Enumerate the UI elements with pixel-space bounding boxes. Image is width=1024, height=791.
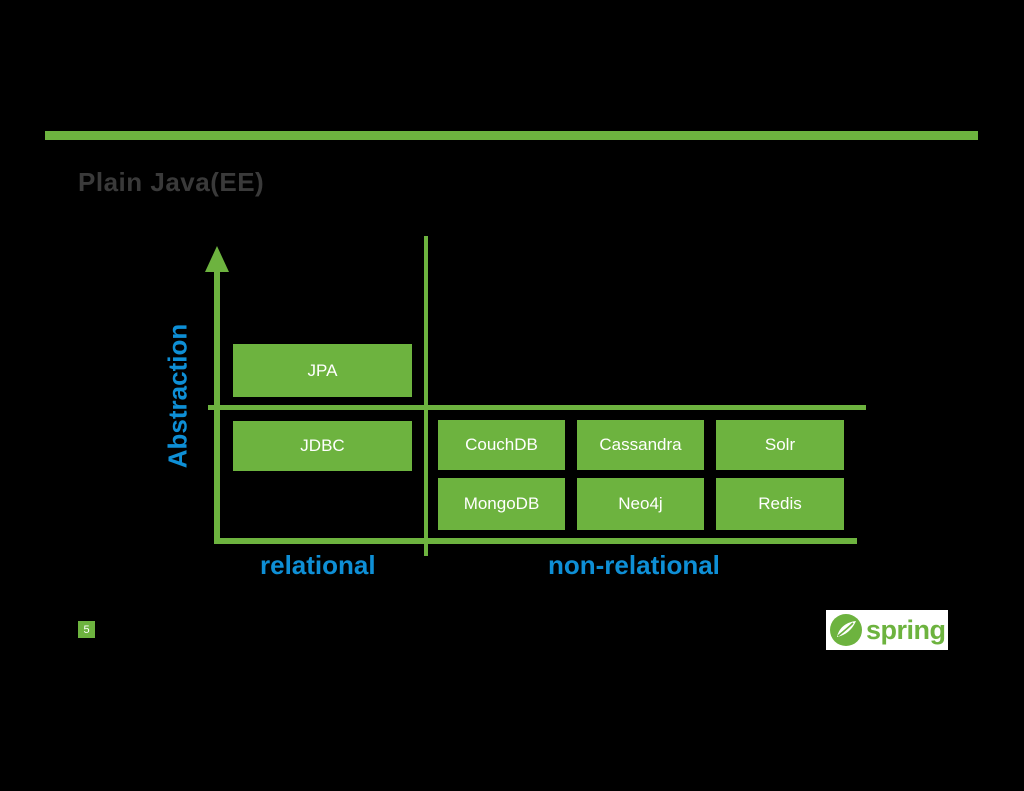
spring-logo: spring: [826, 610, 948, 650]
slide-title: Plain Java(EE): [78, 167, 265, 197]
spring-logo-text: spring: [866, 614, 946, 645]
y-axis-label: Abstraction: [162, 323, 193, 469]
page-number-badge: 5: [78, 621, 95, 638]
relational-label: relational: [260, 550, 376, 580]
non-relational-label: non-relational: [548, 550, 720, 580]
category-separator: [424, 236, 428, 556]
cassandra-box: Cassandra: [577, 420, 704, 470]
couchdb-box: CouchDB: [438, 420, 565, 470]
y-axis-arrow-icon: [205, 246, 229, 272]
x-axis-line: [214, 538, 857, 544]
jdbc-box: JDBC: [233, 421, 412, 471]
redis-box: Redis: [716, 478, 844, 530]
top-divider: [45, 131, 978, 140]
neo4j-box: Neo4j: [577, 478, 704, 530]
solr-box: Solr: [716, 420, 844, 470]
jpa-box: JPA: [233, 344, 412, 397]
mongodb-box: MongoDB: [438, 478, 565, 530]
spring-leaf-icon: [830, 614, 862, 646]
abstraction-divider: [208, 405, 866, 410]
